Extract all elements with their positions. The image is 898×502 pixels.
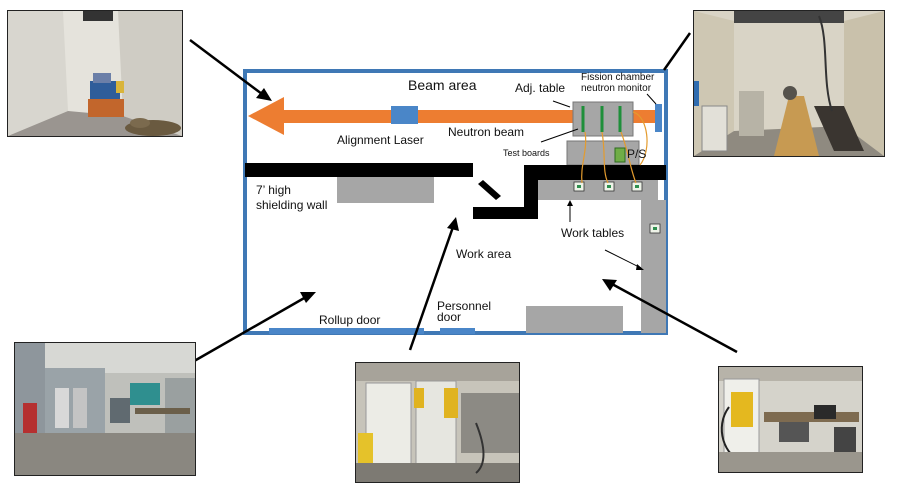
photo-arrow [662, 32, 692, 71]
cable [632, 111, 648, 166]
personnel-door [440, 328, 475, 334]
photo-arrowhead [602, 279, 617, 291]
work-area-label: Work area [456, 247, 512, 261]
leader-line [540, 128, 579, 143]
photo-arrowhead [447, 217, 459, 231]
fission-chamber-label: Fission chamber [581, 72, 655, 83]
photo-arrow [181, 295, 307, 370]
shielding-wall-label-line1: 7’ high [256, 183, 291, 197]
photo-arrow [189, 39, 263, 95]
photo-work-tables [718, 366, 863, 473]
leader-line [604, 249, 642, 269]
cable [601, 131, 609, 184]
monitor-icon [573, 181, 585, 192]
cable [581, 131, 587, 184]
power-supply [614, 147, 626, 163]
leader-line [646, 93, 657, 105]
shielding-wall-top [245, 163, 473, 177]
bench-left [337, 177, 434, 203]
photo-work-area [355, 362, 520, 483]
leader-arrowhead [636, 264, 644, 270]
personnel-door-label-line2: door [437, 310, 462, 324]
bench-bottom [526, 306, 623, 333]
neutron-beam-label: Neutron beam [448, 125, 525, 139]
photo-rollup-area [14, 342, 196, 476]
monitor-icon [649, 223, 661, 234]
ps-label: P/S [627, 147, 647, 161]
photo-beam-line [7, 10, 183, 137]
work-tables-top [538, 180, 658, 200]
monitor-icon [631, 181, 643, 192]
photo-arrow [611, 282, 738, 354]
leader-line [552, 100, 571, 108]
shielding-wall-diagonal [478, 180, 501, 200]
leader-arrowhead [567, 200, 573, 206]
cable [620, 131, 637, 184]
work-tables-right [641, 200, 666, 333]
photo-arrowhead [300, 292, 316, 303]
neutron-monitor-label: neutron monitor [581, 83, 652, 94]
neutron-beam-arrowhead [248, 97, 284, 135]
test-boards-label: Test boards [503, 148, 550, 158]
photo-arrowhead [256, 88, 272, 101]
photo-beam-room [693, 10, 885, 157]
fission-chamber [655, 104, 662, 132]
rollup-door [269, 328, 424, 334]
rollup-door-label: Rollup door [319, 313, 381, 327]
monitor-icon [603, 181, 615, 192]
work-tables-label: Work tables [561, 226, 625, 240]
alignment-laser [391, 106, 418, 124]
adj-table-label: Adj. table [515, 81, 566, 95]
personnel-door-label-line1: Personnel [437, 299, 492, 313]
beam-area-label: Beam area [408, 77, 477, 93]
shielding-wall-chicane [473, 165, 666, 219]
neutron-beam-shaft [280, 110, 658, 123]
shielding-wall-label-line2: shielding wall [256, 198, 328, 212]
alignment-laser-label: Alignment Laser [337, 133, 424, 147]
photo-arrow [408, 226, 455, 351]
